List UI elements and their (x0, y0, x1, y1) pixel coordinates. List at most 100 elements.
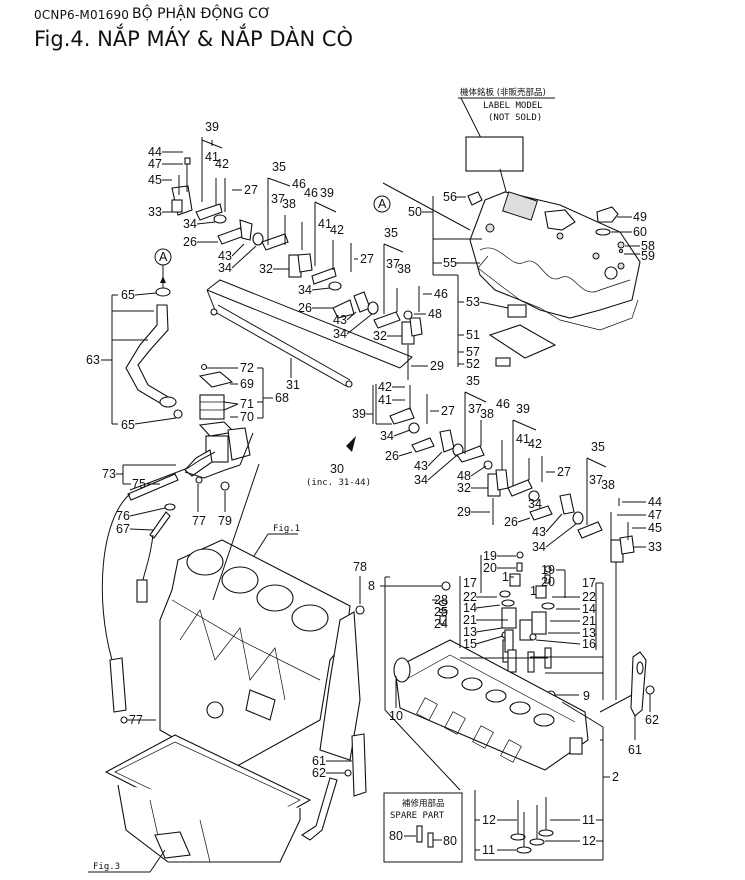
dipstick (101, 451, 241, 713)
callout-41d: 41 (516, 432, 530, 446)
callout-35c: 35 (466, 374, 480, 388)
callout-39d: 39 (516, 402, 530, 416)
callout-17a: 17 (463, 576, 477, 590)
callout-51: 51 (466, 328, 480, 342)
callout-8: 8 (368, 579, 375, 593)
callout-26c: 26 (385, 449, 399, 463)
callout-57: 57 (466, 345, 480, 359)
callout-35b: 35 (384, 226, 398, 240)
callout-43c: 43 (414, 459, 428, 473)
fig3-link[interactable]: Fig.3 (93, 862, 120, 872)
callout-33b: 33 (648, 540, 662, 554)
callout-10: 10 (389, 709, 403, 723)
callout-39a: 39 (205, 120, 219, 134)
callout-26b: 26 (298, 301, 312, 315)
callout-29a: 29 (430, 359, 444, 373)
cylinder-head (393, 639, 589, 771)
callout-38d: 38 (601, 478, 615, 492)
callout-27b: 27 (360, 252, 374, 266)
label-model-jp: 機体銘板 (非販売部品) (460, 87, 546, 98)
callout-46a: 46 (292, 177, 306, 191)
rocker-group-1 (171, 157, 264, 246)
callout-71: 71 (240, 397, 254, 411)
callout-63: 63 (86, 353, 100, 367)
callout-39b: 39 (320, 186, 334, 200)
callout-65b: 65 (121, 418, 135, 432)
fig1-link[interactable]: Fig.1 (273, 524, 300, 534)
label-model-line1: LABEL MODEL (483, 101, 543, 111)
oil-filler-cap (595, 206, 625, 254)
rocker-group-2 (261, 215, 352, 291)
rocker-group-5 (456, 420, 509, 525)
callout-61b: 61 (628, 743, 642, 757)
spare-part-title: SPARE PART (390, 811, 445, 821)
callout-15: 15 (463, 637, 477, 651)
spare-part-item-1: 80 (389, 829, 403, 843)
callout-52: 52 (466, 357, 480, 371)
label-plate (465, 136, 524, 172)
callout-1b: 1 (530, 584, 537, 598)
breather-hose (125, 287, 183, 419)
callout-42b: 42 (330, 223, 344, 237)
rocker-group-6 (507, 456, 584, 525)
callout-41b: 41 (318, 217, 332, 231)
rocker-group-3 (332, 286, 423, 380)
callout-38b: 38 (397, 262, 411, 276)
callout-14b: 14 (582, 602, 596, 616)
callout-48a: 48 (428, 307, 442, 321)
callout-46d: 46 (496, 397, 510, 411)
callout-77a: 77 (192, 514, 206, 528)
callout-34f: 34 (414, 473, 428, 487)
callout-46c: 46 (434, 287, 448, 301)
spare-part-item-2: 80 (443, 834, 457, 848)
callout-11a: 11 (482, 843, 495, 857)
callout-41c: 41 (378, 393, 392, 407)
lifting-bracket-right (630, 651, 655, 717)
document-code: 0CNP6-M01690 (34, 8, 130, 22)
callout-56: 56 (443, 190, 457, 204)
callout-35d: 35 (591, 440, 605, 454)
connector-a-label-top[interactable]: A (378, 197, 387, 211)
callout-45a: 45 (148, 173, 162, 187)
callout-47a: 47 (148, 157, 162, 171)
callout-11b: 11 (582, 813, 595, 827)
callout-27d: 27 (557, 465, 571, 479)
callout-45b: 45 (648, 521, 662, 535)
callout-19b: 19 (541, 563, 555, 577)
callout-70: 70 (240, 410, 254, 424)
callout-34h: 34 (532, 540, 546, 554)
callout-75: 75 (132, 477, 146, 491)
assembly-arrow-icon (346, 436, 356, 452)
callout-42c: 42 (378, 380, 392, 394)
callout-61a: 61 (312, 754, 326, 768)
callout-50: 50 (408, 205, 422, 219)
figure-title: Fig.4. NẮP MÁY & NẮP DÀN CÒ (34, 27, 354, 51)
callout-41a: 41 (205, 150, 219, 164)
connector-a-circle-top[interactable] (373, 195, 391, 213)
callout-31: 31 (286, 378, 300, 392)
callout-24: 24 (434, 617, 448, 631)
callout-67: 67 (116, 522, 130, 536)
callout-37a: 37 (271, 192, 285, 206)
connector-a-label-left[interactable]: A (159, 250, 168, 264)
callout-13b: 13 (582, 626, 596, 640)
callout-12a: 12 (482, 813, 496, 827)
callout-43a: 43 (218, 249, 232, 263)
callout-69: 69 (240, 377, 254, 391)
callout-60: 60 (633, 225, 647, 239)
callout-79: 79 (218, 514, 232, 528)
callout-37d: 37 (589, 473, 603, 487)
callout-2: 2 (612, 770, 619, 784)
section-title: BỘ PHẬN ĐỘNG CƠ (132, 6, 271, 22)
callout-17b: 17 (582, 576, 596, 590)
callout-9: 9 (583, 689, 590, 703)
callout-34e: 34 (380, 429, 394, 443)
assembly-note: (inc. 31-44) (306, 478, 371, 488)
callout-62b: 62 (645, 713, 659, 727)
callout-22b: 22 (582, 590, 596, 604)
oil-separator (184, 363, 251, 477)
callout-16: 16 (582, 637, 596, 651)
label-model-line2: (NOT SOLD) (488, 113, 542, 123)
callout-48b: 48 (457, 469, 471, 483)
